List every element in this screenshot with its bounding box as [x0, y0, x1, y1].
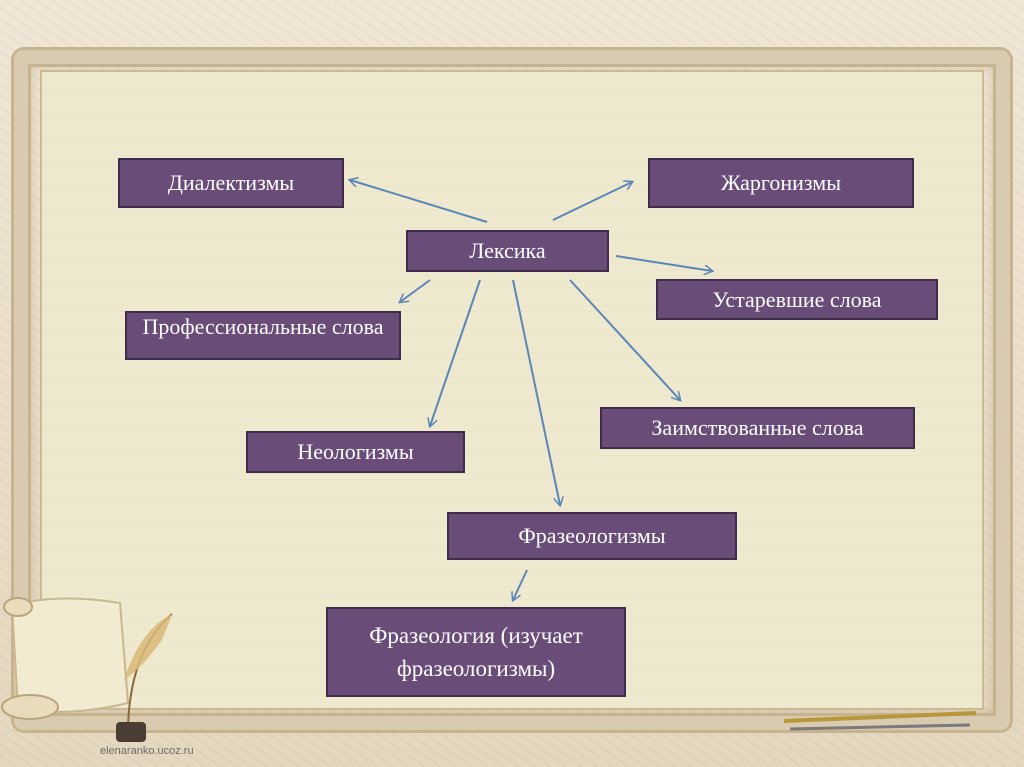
- fountain-pen-icon: [783, 711, 977, 731]
- arrow-to-neologisms: [430, 279, 481, 426]
- node-obsolete-label: Устаревшие слова: [712, 286, 882, 312]
- footer-site: elenaranko.ucoz.ru: [100, 745, 194, 757]
- node-center: Лексика: [406, 230, 609, 272]
- arrow-to-phraseologisms: [512, 279, 560, 505]
- arrow-to-obsolete: [615, 255, 712, 271]
- node-jargonisms-label: Жаргонизмы: [720, 170, 842, 195]
- node-phraseologisms-label: Фразеологизмы: [518, 523, 666, 548]
- node-phraseology-label: Фразеология (изучает фразеологизмы): [369, 623, 583, 681]
- node-center-label: Лексика: [469, 238, 546, 263]
- node-jargonisms: Жаргонизмы: [648, 158, 914, 208]
- scroll-icon: [1, 597, 130, 720]
- node-dialectisms: Диалектизмы: [118, 158, 344, 208]
- node-phraseology: Фразеология (изучает фразеологизмы): [326, 607, 626, 697]
- node-neologisms-label: Неологизмы: [297, 439, 414, 464]
- quill-pen-icon: [116, 613, 173, 742]
- node-phraseologisms: Фразеологизмы: [447, 512, 737, 560]
- node-neologisms: Неологизмы: [246, 431, 465, 473]
- arrow-to-phraseology: [513, 569, 528, 600]
- node-dialectisms-label: Диалектизмы: [167, 170, 295, 195]
- node-professional: Профессиональные слова: [125, 311, 401, 360]
- ornate-frame: [14, 50, 1010, 730]
- node-borrowed: Заимствованные слова: [600, 407, 915, 449]
- arrow-to-borrowed: [569, 279, 680, 400]
- node-professional-label: Профессиональные слова: [142, 314, 384, 339]
- arrow-to-jargonisms: [552, 182, 632, 221]
- node-obsolete: Устаревшие слова: [656, 279, 938, 320]
- arrow-to-dialectisms: [350, 180, 488, 223]
- node-borrowed-label: Заимствованные слова: [651, 415, 864, 440]
- arrow-to-professional: [400, 279, 431, 302]
